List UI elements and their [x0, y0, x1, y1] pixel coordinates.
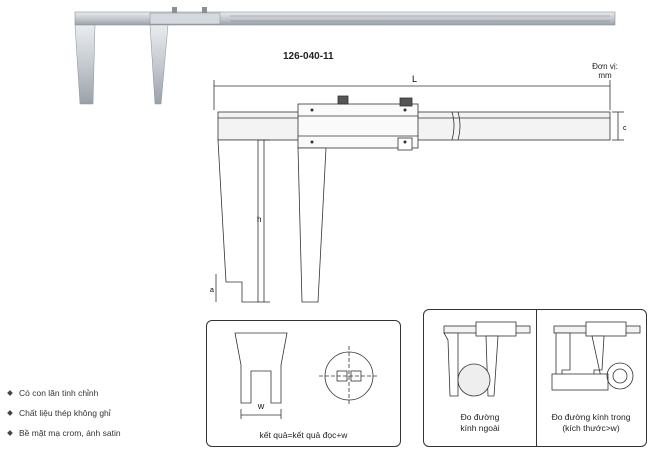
length-label: L [412, 74, 417, 84]
thickness-label: c [623, 125, 627, 132]
feature-list: Có con lăn tinh chỉnh Chất liệu thép khô… [7, 383, 121, 443]
bullet-icon [7, 410, 13, 416]
height-label: h [257, 215, 261, 224]
formula-panel: W kết quả=kết quả đọc+w [206, 320, 401, 447]
feature-item: Có con lăn tinh chỉnh [7, 383, 121, 403]
caliper-photo [74, 7, 616, 105]
feature-item: Chất liệu thép không ghỉ [7, 403, 121, 423]
measurement-drawings [443, 321, 641, 397]
width-label: W [258, 404, 265, 411]
feature-item: Bề mặt mạ crom, ánh satin [7, 423, 121, 443]
inside-caption: Đo đường kính trong(kích thước>w) [551, 412, 631, 433]
caliper-drawing: L c h a [210, 74, 627, 303]
bullet-icon [7, 430, 13, 436]
bullet-icon [7, 390, 13, 396]
formula-text: kết quả=kết quả đọc+w [259, 430, 348, 440]
unit-label: Đơn vị:mm [592, 62, 618, 80]
jaw-detail-drawing: W [234, 332, 379, 419]
panel-divider [536, 310, 537, 446]
tip-label: a [210, 287, 214, 294]
model-number: 126-040-11 [283, 51, 334, 62]
